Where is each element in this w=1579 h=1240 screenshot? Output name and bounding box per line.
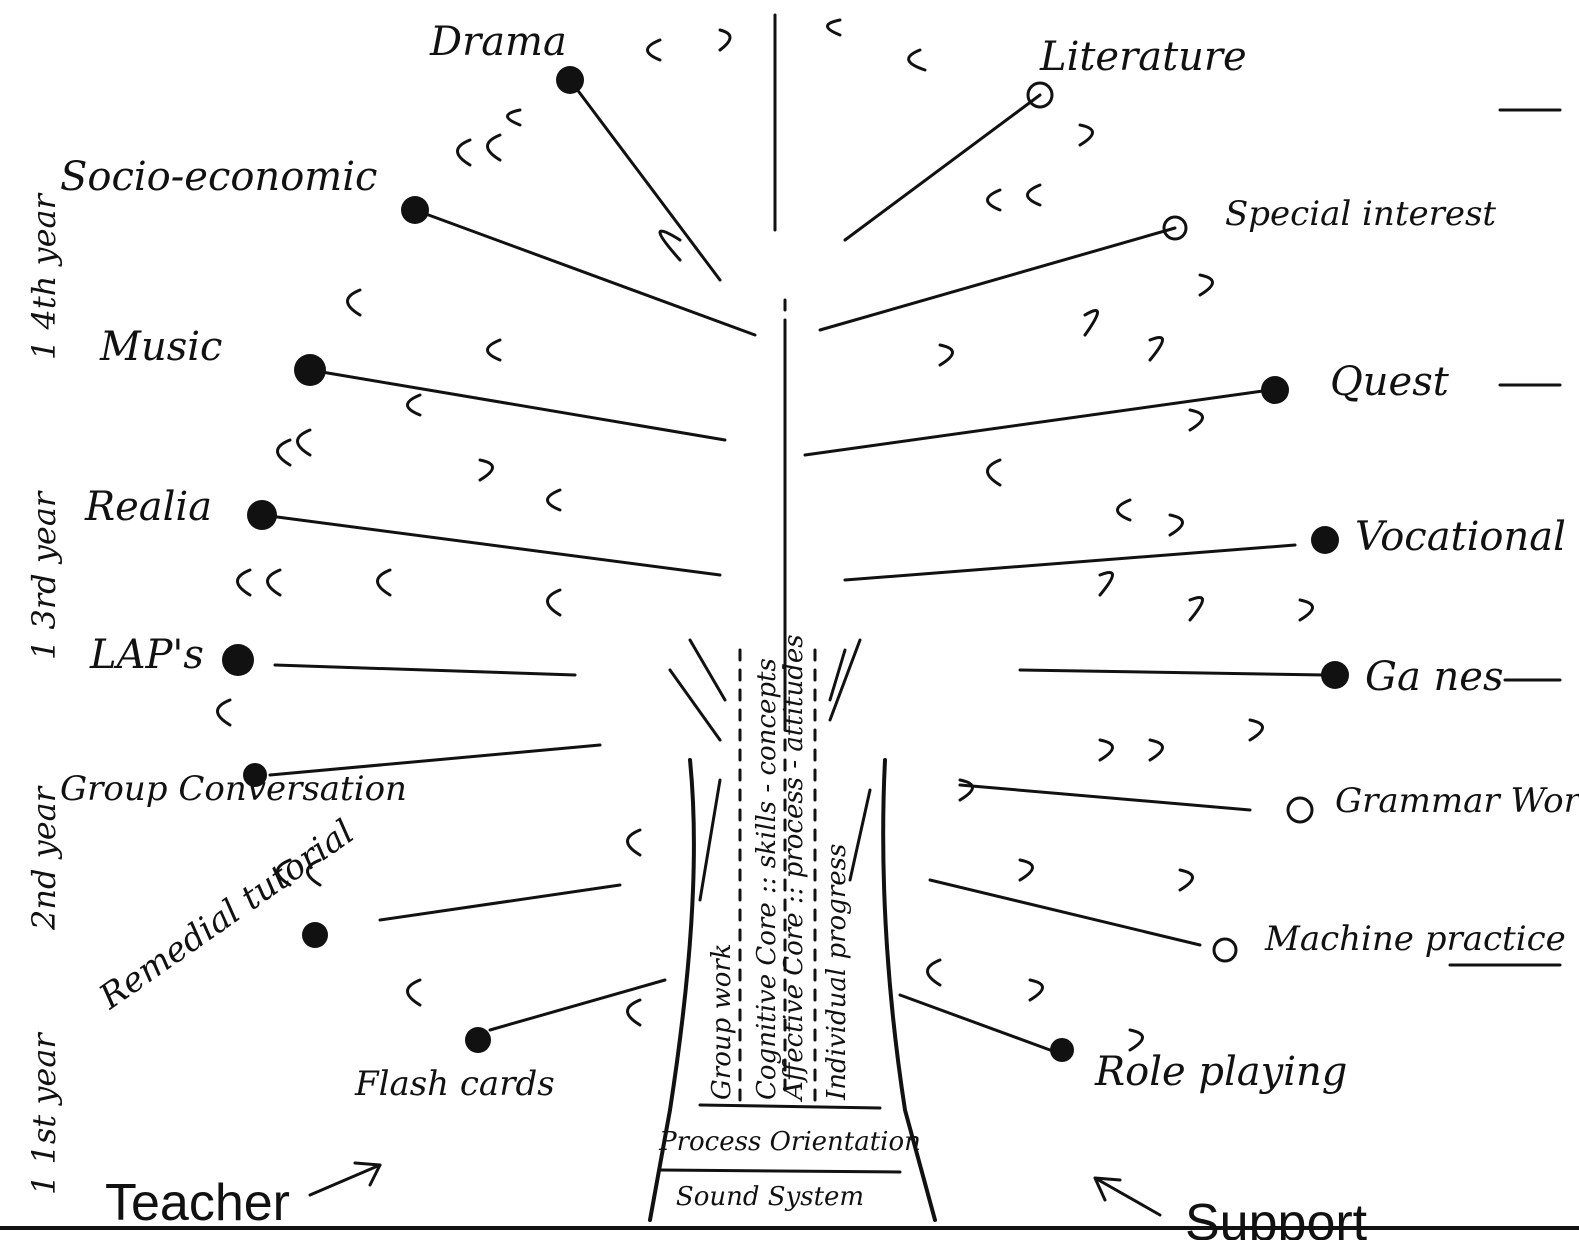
branch-label-remedial-tutorial: Remedial tutorial: [91, 812, 361, 1018]
branch-label-group-conversation: Group Conversation: [60, 769, 407, 809]
year-markers: 1 4th year 1 3rd year 2nd year 1 1st yea…: [25, 192, 63, 1195]
branch-node-icon: [1288, 798, 1312, 822]
branch-label-quest: Quest: [1330, 359, 1450, 405]
trunk-column-group-work: Group work: [707, 943, 737, 1100]
branch-node-icon: [1050, 1038, 1074, 1062]
support-label: Support: [1185, 1194, 1368, 1240]
branch-node-icon: [1311, 526, 1339, 554]
sound-system-label: Sound System: [676, 1182, 864, 1212]
branch-label-laps: LAP's: [89, 632, 204, 678]
year-label-3rd: 1 3rd year: [25, 490, 63, 660]
left-branches: Drama Socio-economic Music Realia LAP's …: [60, 19, 755, 1104]
right-branches: Literature Special interest Quest Vocati…: [805, 34, 1579, 1095]
branch-node-icon: [294, 354, 326, 386]
branch-label-music: Music: [99, 324, 222, 370]
arrow-icon: [310, 1163, 380, 1195]
branch-node-icon: [222, 644, 254, 676]
branch-node-icon: [302, 922, 328, 948]
branch-label-socio-economic: Socio-economic: [60, 154, 377, 200]
branch-node-icon: [1321, 661, 1349, 689]
branch-label-role-playing: Role playing: [1094, 1049, 1347, 1095]
trunk-column-individual-progress: Individual progress: [822, 844, 852, 1101]
trunk-column-cognitive-core: Cognitive Core :: skills - concepts: [752, 658, 782, 1100]
branch-label-flash-cards: Flash cards: [354, 1064, 555, 1104]
teacher-label: Teacher: [105, 1174, 290, 1232]
branch-label-drama: Drama: [429, 19, 567, 65]
trunk-columns: Group work Cognitive Core :: skills - co…: [707, 634, 852, 1102]
year-label-1st: 1 1st year: [25, 1032, 63, 1195]
branch-label-games: Ga nes: [1365, 654, 1503, 700]
branch-node-icon: [1261, 376, 1289, 404]
process-orientation-label: Process Orientation: [658, 1127, 921, 1157]
branch-node-icon: [1214, 939, 1236, 961]
trunk-column-affective-core: Affective Core :: process - attitudes: [779, 634, 809, 1102]
branch-label-special-interest: Special interest: [1225, 194, 1496, 234]
branch-label-vocational: Vocational: [1355, 514, 1566, 560]
branch-label-realia: Realia: [84, 484, 212, 530]
branch-label-grammar-worksheets: Grammar Worksheets: [1335, 781, 1579, 821]
branch-node-icon: [247, 500, 277, 530]
branch-node-icon: [556, 66, 584, 94]
branch-node-icon: [465, 1027, 491, 1053]
year-label-4th: 1 4th year: [25, 192, 63, 360]
branch-node-icon: [401, 196, 429, 224]
branch-label-machine-practice: Machine practice: [1264, 919, 1566, 959]
arrow-icon: [1095, 1178, 1160, 1215]
branch-label-literature: Literature: [1039, 34, 1247, 80]
year-label-2nd: 2nd year: [25, 785, 63, 931]
